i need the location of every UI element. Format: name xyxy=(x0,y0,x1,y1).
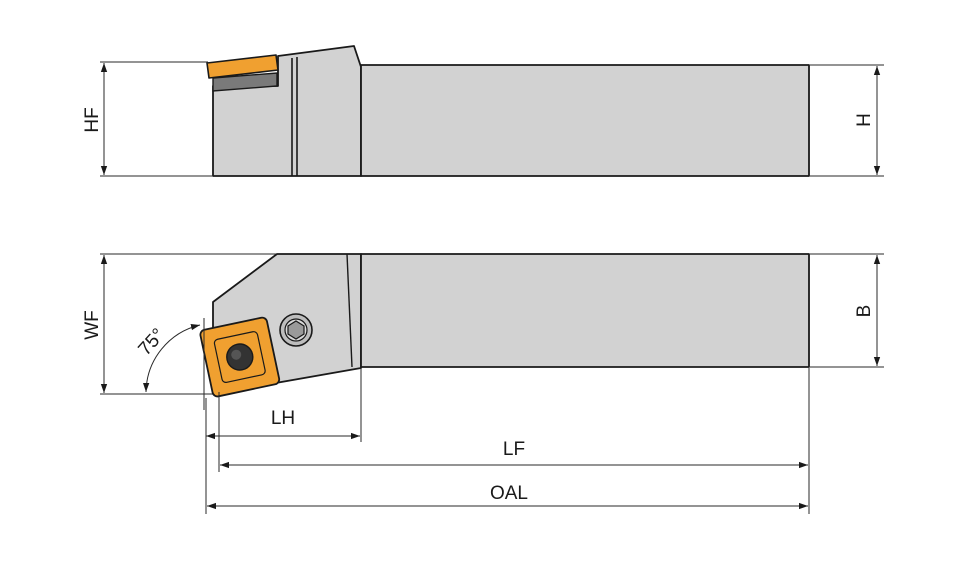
h-dimension: H xyxy=(810,64,884,177)
side-view-head xyxy=(212,45,362,177)
plan-view xyxy=(199,253,810,398)
h-label: H xyxy=(854,113,875,127)
side-view-shim xyxy=(212,72,278,92)
hf-dimension: HF xyxy=(82,61,212,177)
plan-view-shank xyxy=(360,253,810,368)
wf-dimension: WF xyxy=(82,253,276,395)
hf-label: HF xyxy=(82,107,103,132)
angle-label: 75° xyxy=(134,325,169,360)
side-view-insert xyxy=(206,54,279,79)
lh-label: LH xyxy=(271,408,295,429)
side-view-shank xyxy=(360,64,810,177)
lh-dimension: LH xyxy=(206,368,362,442)
side-view xyxy=(206,45,810,177)
wf-label: WF xyxy=(82,310,103,340)
angle-dimension: 75° xyxy=(134,318,205,410)
b-dimension: B xyxy=(810,253,884,368)
oal-dimension: OAL xyxy=(205,398,808,514)
oal-label: OAL xyxy=(490,483,528,504)
square-insert xyxy=(199,316,281,398)
lf-label: LF xyxy=(503,439,525,460)
clamp-screw xyxy=(279,313,313,347)
lf-dimension: LF xyxy=(218,368,810,514)
b-label: B xyxy=(854,305,875,318)
